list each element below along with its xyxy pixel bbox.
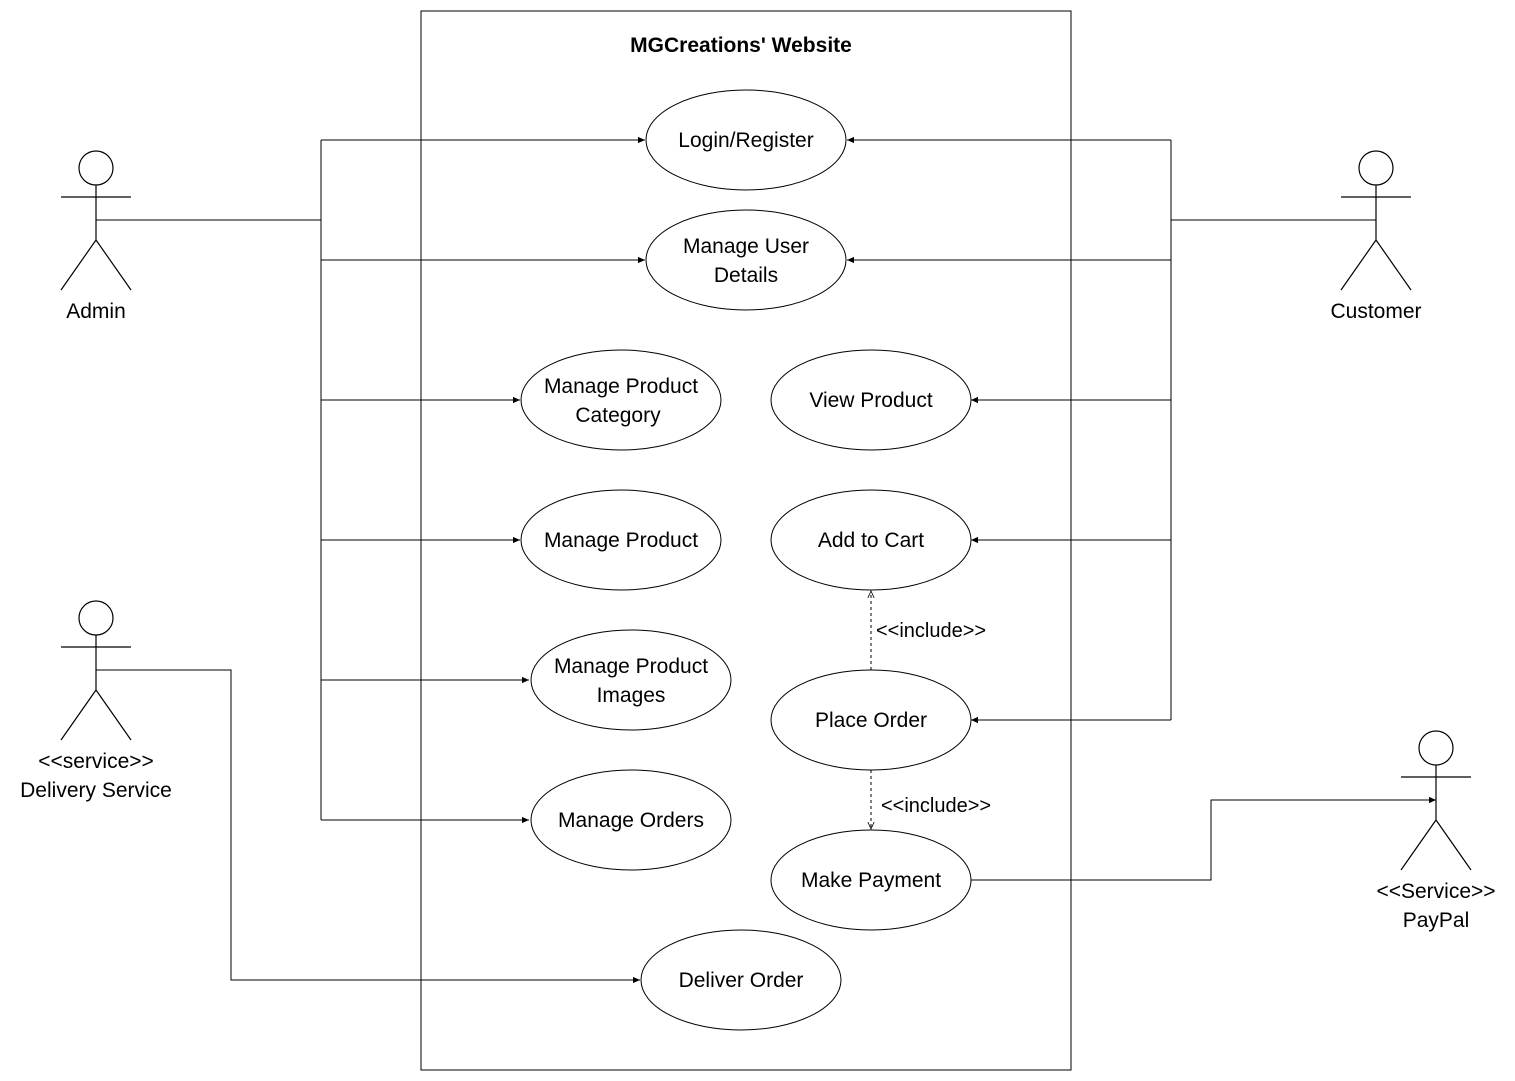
- use-case-manage-product[interactable]: Manage Product: [520, 489, 722, 591]
- actor-admin-label: Admin: [66, 300, 126, 323]
- actor-paypal-stereotype: <<Service>>: [1376, 880, 1495, 903]
- actor-delivery-service[interactable]: <<service>> Delivery Service: [20, 600, 172, 802]
- use-case-manage-product-images-label-1: Manage Product: [554, 655, 708, 678]
- use-case-manage-orders-label: Manage Orders: [558, 809, 704, 832]
- use-case-manage-user-details-label-1: Manage User: [683, 235, 809, 258]
- use-case-manage-product-label: Manage Product: [544, 529, 698, 552]
- use-case-make-payment[interactable]: Make Payment: [770, 829, 972, 931]
- include-label-2: <<include>>: [881, 795, 991, 817]
- use-case-manage-user-details-label-2: Details: [714, 264, 778, 287]
- include-label-1: <<include>>: [876, 620, 986, 642]
- actor-paypal-label: PayPal: [1403, 909, 1470, 932]
- use-case-manage-product-images-label-2: Images: [597, 684, 666, 707]
- actor-admin[interactable]: Admin: [60, 150, 132, 323]
- stick-figure-icon: [1400, 730, 1472, 871]
- use-case-place-order[interactable]: Place Order: [770, 669, 972, 771]
- use-case-make-payment-label: Make Payment: [801, 869, 941, 892]
- use-case-login[interactable]: Login/Register: [645, 89, 847, 191]
- use-case-manage-orders[interactable]: Manage Orders: [530, 769, 732, 871]
- actor-paypal[interactable]: <<Service>> PayPal: [1376, 730, 1496, 932]
- actor-delivery-stereotype: <<service>>: [38, 750, 154, 773]
- use-case-view-product-label: View Product: [809, 389, 933, 412]
- use-case-manage-product-category[interactable]: Manage Product Category: [520, 349, 722, 451]
- use-case-place-order-label: Place Order: [815, 709, 927, 732]
- use-case-add-to-cart[interactable]: Add to Cart: [770, 489, 972, 591]
- paypal-connector: [971, 796, 1436, 881]
- use-case-manage-product-category-label-1: Manage Product: [544, 375, 698, 398]
- use-case-view-product[interactable]: View Product: [770, 349, 972, 451]
- use-case-manage-user-details[interactable]: Manage User Details: [645, 209, 847, 311]
- use-case-deliver-order[interactable]: Deliver Order: [640, 929, 842, 1031]
- customer-connectors: [847, 136, 1376, 724]
- actor-customer[interactable]: Customer: [1330, 150, 1422, 323]
- delivery-connector: [96, 669, 640, 984]
- use-case-login-label: Login/Register: [678, 129, 813, 152]
- stick-figure-icon: [60, 150, 132, 291]
- admin-connectors: [96, 136, 645, 824]
- use-case-manage-product-category-label-2: Category: [575, 404, 661, 427]
- use-case-add-to-cart-label: Add to Cart: [818, 529, 924, 552]
- use-case-deliver-order-label: Deliver Order: [679, 969, 804, 992]
- use-case-manage-product-images[interactable]: Manage Product Images: [530, 629, 732, 731]
- actor-delivery-label: Delivery Service: [20, 779, 172, 802]
- stick-figure-icon: [60, 600, 132, 741]
- actor-customer-label: Customer: [1330, 300, 1421, 323]
- system-title: MGCreations' Website: [630, 34, 852, 57]
- stick-figure-icon: [1340, 150, 1412, 291]
